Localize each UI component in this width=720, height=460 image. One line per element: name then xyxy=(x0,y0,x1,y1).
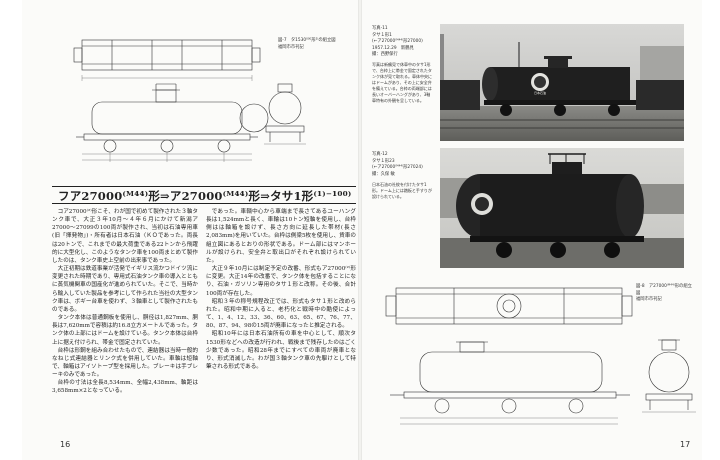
paragraph: 大正初期は鉄道事業が活発でイギリス流かつドイツ流に変更された時期であり、専用式石… xyxy=(52,266,198,313)
photo-1-image: 日本石油 xyxy=(440,24,684,141)
photo-2-caption: 写真-12 タサ１形23 (←ア27000⁽ᴹ⁴⁴⁾形27024) 撮：久保 敏 xyxy=(372,152,423,177)
article-title: フア27000⁽ᴹ⁴⁴⁾形⇒ア27000⁽ᴹ⁴⁴⁾形⇒タサ1形⁽¹⁾⁻¹⁰⁰⁾ xyxy=(58,189,352,203)
figure-7-end-view xyxy=(262,82,308,148)
body-column-1: コア27000⁽²⁾形こそ、わが国で初めて製作された３軸タンク車で、大正３年10… xyxy=(52,208,198,434)
end-view-drawing xyxy=(264,83,306,145)
paragraph: 昭和10年には日本石油所有の車を中心として、順次タ1530形などへの改造が行われ… xyxy=(206,331,356,370)
paragraph: 台枠の寸法は全長8,534mm、全幅2,438mm、軸距は3,658mm×2とな… xyxy=(52,380,198,395)
tank-car-27000-drawing xyxy=(385,287,633,425)
photo-1-note: 写真は新鶴見で休車中のタサ1形で、台枠上に帯金で固定されたタンク体が見て取れる。… xyxy=(372,62,432,103)
paragraph: 台枠は形鋼を組み合わせたもので、連結器は当時一般的なねじ式連結器とリンク式を併用… xyxy=(52,347,198,379)
body-column-2: であった。車輌中心から車端まで長さてあるユーハング長は1,524mmと長く、車輪… xyxy=(206,208,356,434)
photo-1-logo-text: 日本石油 xyxy=(534,90,546,95)
photo-1-caption: 写真-11 タサ１形1 (←ア27000⁽ᴹ⁴⁴⁾形27000) 1957.12… xyxy=(372,26,423,58)
figure-7-drawing xyxy=(72,34,272,184)
paragraph: であった。車輌中心から車端まで長さてあるユーハング長は1,524mmと長く、車輪… xyxy=(206,209,356,264)
figure-8-caption: 図-8 ア27000⁽ᴹ⁴⁴⁾形の組立図 福岡市市刊記 xyxy=(636,284,692,303)
figure-8-end-view-drawing xyxy=(642,339,696,413)
tank-car-assembly-drawing xyxy=(73,39,269,162)
paragraph: 昭和３年の称号規程改正では、形式もタサ１形と改められた。昭和中期に入ると、老朽化… xyxy=(206,298,356,330)
photo-2-image xyxy=(440,148,684,268)
book-gutter xyxy=(358,0,362,460)
left-page xyxy=(22,0,358,460)
paragraph: タンク本体は普通鋼板を使用し、胴径は1,827mm、胴長は7,620mmで容積は… xyxy=(52,315,198,346)
figure-8-end-view xyxy=(640,336,698,416)
right-folio: 17 xyxy=(680,440,691,449)
paragraph: コア27000⁽²⁾形こそ、わが国で初めて製作された３軸タンク車で、大正３年10… xyxy=(52,209,198,264)
figure-7-caption: 図-7 タ1530⁰⁰⁰形²⁾の組立図 福岡市市刊記 xyxy=(278,38,336,50)
photo-2 xyxy=(440,148,684,268)
left-folio: 16 xyxy=(60,440,71,449)
article-heading-box: フア27000⁽ᴹ⁴⁴⁾形⇒ア27000⁽ᴹ⁴⁴⁾形⇒タサ1形⁽¹⁾⁻¹⁰⁰⁾ xyxy=(52,186,356,204)
photo-2-note: 日本石油の社紋を付けたタサ1形。ドーム上には踏板と手すりが設けられている。 xyxy=(372,182,432,199)
photo-1: 日本石油 xyxy=(440,24,684,141)
figure-8-drawing xyxy=(384,280,634,430)
paragraph: 大正９年10月には制定予定の改番、形式もア27000⁽²⁾形に変更。大正14年の… xyxy=(206,266,356,297)
